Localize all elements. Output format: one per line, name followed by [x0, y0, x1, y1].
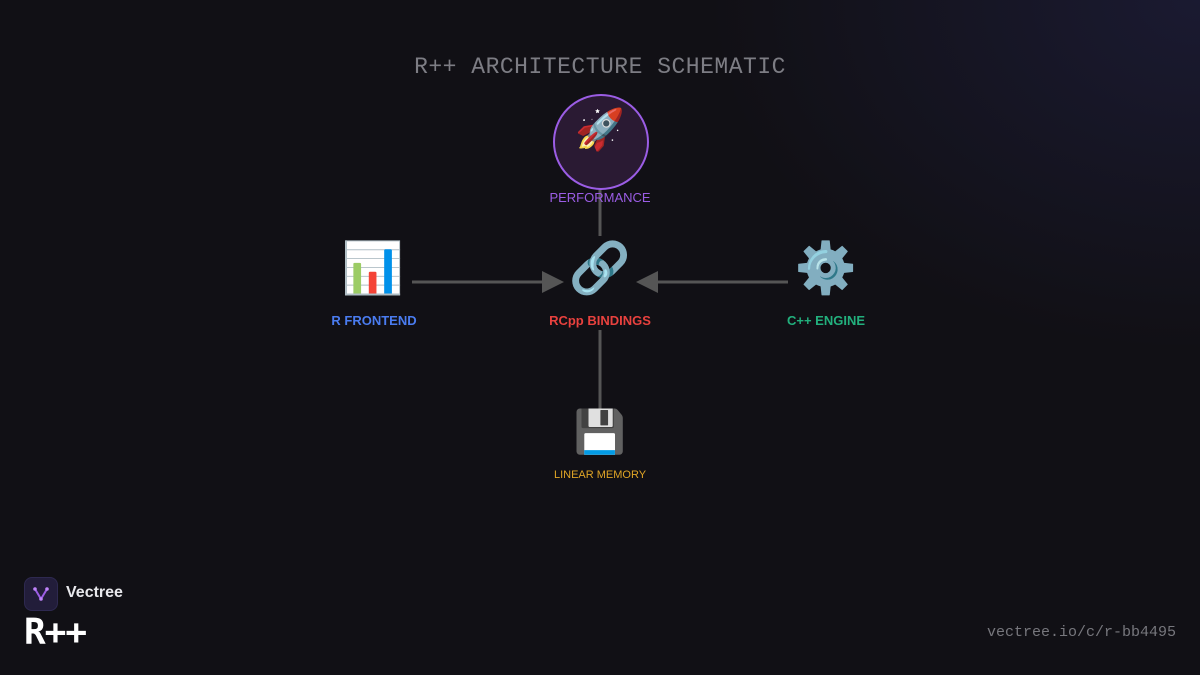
bar-chart-icon: 📊 [341, 239, 405, 297]
bindings-label: RCpp BINDINGS [549, 313, 651, 328]
arrowhead-into-bindings-right [636, 271, 658, 293]
floppy-disk-icon: 💾 [573, 407, 627, 456]
vectree-logo-icon [24, 577, 58, 611]
brand-name: Vectree [66, 584, 123, 601]
link-icon: 🔗 [568, 239, 632, 297]
performance-node-circle [553, 94, 649, 190]
memory-label: LINEAR MEMORY [553, 469, 647, 481]
vectree-logo-mark [33, 587, 49, 601]
frontend-label: R FRONTEND [331, 313, 417, 328]
product-name: R++ [24, 612, 87, 653]
performance-label: PERFORMANCE [549, 190, 651, 205]
gear-icon: ⚙️ [794, 239, 858, 297]
arrowhead-into-bindings-left [542, 271, 564, 293]
engine-label: C++ ENGINE [786, 313, 866, 328]
rocket-icon: 🚀 [575, 107, 625, 153]
course-url: vectree.io/c/r-bb4495 [986, 624, 1176, 641]
diagram-title: R++ ARCHITECTURE SCHEMATIC [414, 54, 786, 80]
